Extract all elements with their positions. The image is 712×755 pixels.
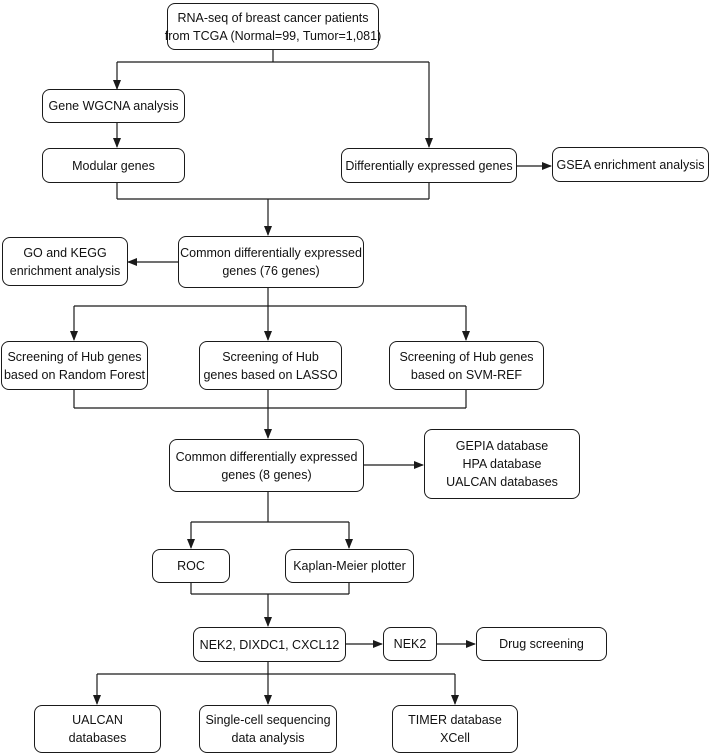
- node-deg-label: Differentially expressed genes: [345, 158, 513, 173]
- node-common8-line1: Common differentially expressed: [175, 449, 358, 464]
- node-roc-label: ROC: [177, 559, 205, 573]
- node-common-76: Common differentially expressed genes (7…: [178, 236, 364, 288]
- node-random-forest: Screening of Hub genes based on Random F…: [1, 341, 148, 390]
- node-modular-genes: Modular genes: [42, 148, 185, 183]
- node-rnaseq-line2: from TCGA (Normal=99, Tumor=1,081): [164, 28, 382, 43]
- node-go-kegg: GO and KEGG enrichment analysis: [2, 237, 128, 286]
- node-rf-line2: based on Random Forest: [3, 367, 146, 382]
- node-three-genes: NEK2, DIXDC1, CXCL12: [193, 627, 346, 662]
- node-lasso: Screening of Hub genes based on LASSO: [199, 341, 342, 390]
- node-gsea-label: GSEA enrichment analysis: [556, 157, 705, 172]
- node-kaplan-meier: Kaplan-Meier plotter: [285, 549, 414, 583]
- node-km-label: Kaplan-Meier plotter: [293, 559, 406, 573]
- node-nek2: NEK2: [383, 627, 437, 661]
- node-svm-line1: Screening of Hub genes: [399, 349, 534, 364]
- node-rf-line1: Screening of Hub genes: [7, 349, 142, 364]
- node-lasso-line1: Screening of Hub: [222, 349, 319, 364]
- node-deg: Differentially expressed genes: [341, 148, 517, 183]
- node-wgcna: Gene WGCNA analysis: [42, 89, 185, 123]
- node-ualcan-line1: UALCAN: [72, 713, 123, 727]
- node-ualcan: UALCAN databases: [34, 705, 161, 753]
- node-common76-line1: Common differentially expressed: [180, 246, 362, 260]
- node-common76-line2: genes (76 genes): [222, 264, 320, 278]
- node-gsea: GSEA enrichment analysis: [552, 147, 709, 182]
- node-single-cell: Single-cell sequencing data analysis: [199, 705, 337, 753]
- node-databases: GEPIA database HPA database UALCAN datab…: [424, 429, 580, 499]
- node-drug-label: Drug screening: [499, 637, 584, 651]
- node-timer-xcell: TIMER database XCell: [392, 705, 518, 753]
- node-wgcna-label: Gene WGCNA analysis: [48, 99, 179, 113]
- node-gokegg-line1: GO and KEGG: [23, 245, 107, 260]
- node-ualcan-line2: databases: [68, 731, 127, 745]
- node-dbs-line2: HPA database: [462, 457, 542, 471]
- node-timer-line2: XCell: [440, 731, 470, 745]
- node-singlecell-line2: data analysis: [231, 731, 305, 745]
- node-rnaseq-tcga: RNA-seq of breast cancer patients from T…: [164, 3, 382, 50]
- node-rnaseq-line1: RNA-seq of breast cancer patients: [177, 10, 369, 25]
- node-gokegg-line2: enrichment analysis: [9, 263, 121, 278]
- node-singlecell-line1: Single-cell sequencing: [205, 713, 331, 727]
- node-roc: ROC: [152, 549, 230, 583]
- node-drug-screening: Drug screening: [476, 627, 607, 661]
- node-svm-line2: based on SVM-REF: [410, 367, 523, 382]
- node-modular-label: Modular genes: [72, 158, 155, 173]
- node-genes3-label: NEK2, DIXDC1, CXCL12: [199, 637, 340, 652]
- node-nek2-label: NEK2: [393, 637, 427, 651]
- node-lasso-line2: genes based on LASSO: [203, 367, 338, 382]
- node-dbs-line1: GEPIA database: [455, 439, 549, 453]
- node-timer-line1: TIMER database: [408, 713, 502, 727]
- node-dbs-line3: UALCAN databases: [446, 475, 558, 489]
- node-common8-line2: genes (8 genes): [221, 467, 312, 482]
- node-common-8: Common differentially expressed genes (8…: [169, 439, 364, 492]
- node-svm-ref: Screening of Hub genes based on SVM-REF: [389, 341, 544, 390]
